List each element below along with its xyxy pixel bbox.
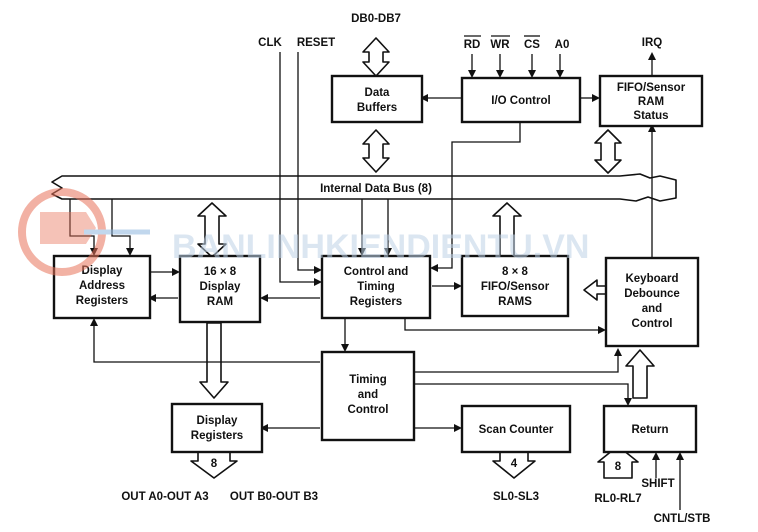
svg-text:Control: Control — [348, 404, 389, 416]
fifo-bus-arrow — [492, 202, 522, 257]
block-data-buffers: Data Buffers — [330, 74, 424, 124]
db-bus-arrow — [362, 37, 390, 77]
signal-labels: DB0-DB7 CLK RESET RD WR CS A0 IRQ 8 4 8 … — [121, 13, 710, 525]
return-width-label: 8 — [615, 461, 622, 473]
watermark-text: BANLINHKIENDIENTU.VN — [172, 228, 589, 266]
cs-label: CS — [524, 39, 540, 51]
svg-text:16 × 8: 16 × 8 — [204, 266, 237, 278]
svg-text:RAM: RAM — [207, 296, 233, 308]
display-width-label: 8 — [211, 458, 218, 470]
svg-text:Registers: Registers — [350, 296, 402, 308]
block-timing-and-control: Timing and Control — [320, 350, 416, 442]
svg-text:RAM: RAM — [638, 96, 664, 108]
block-display-ram: 16 × 8 Display RAM — [178, 254, 262, 324]
svg-text:Buffers: Buffers — [357, 102, 397, 114]
return-to-keyboard-arrow — [625, 349, 655, 399]
status-bus-arrow — [594, 129, 622, 174]
out-b-label: OUT B0-OUT B3 — [230, 491, 318, 503]
svg-text:Return: Return — [631, 424, 668, 436]
svg-text:I/O Control: I/O Control — [491, 95, 550, 107]
block-scan-counter: Scan Counter — [460, 404, 572, 454]
display-data-arrow — [199, 322, 229, 399]
rl-in-arrow — [597, 445, 639, 479]
svg-text:Control: Control — [632, 318, 673, 330]
block-fifo-sensor-ram-status: FIFO/Sensor RAM Status — [598, 74, 704, 128]
scan-out-arrow — [492, 451, 536, 479]
sl-label: SL0-SL3 — [493, 491, 539, 503]
svg-text:Control and: Control and — [344, 266, 409, 278]
a0-label: A0 — [555, 39, 570, 51]
svg-text:and: and — [358, 389, 378, 401]
reset-label: RESET — [297, 37, 335, 49]
svg-text:Keyboard: Keyboard — [625, 273, 678, 285]
block-display-registers: Display Registers — [170, 402, 264, 454]
svg-text:Registers: Registers — [191, 430, 243, 442]
svg-text:and: and — [642, 303, 662, 315]
svg-text:Display: Display — [197, 415, 239, 427]
out-a-label: OUT A0-OUT A3 — [121, 491, 208, 503]
block-keyboard-debounce-control: Keyboard Debounce and Control — [604, 256, 700, 348]
watermark: BANLINHKIENDIENTU.VN — [18, 188, 589, 276]
svg-text:Address: Address — [79, 280, 125, 292]
irq-label: IRQ — [642, 37, 663, 49]
block-fifo-sensor-rams: 8 × 8 FIFO/Sensor RAMS — [460, 254, 570, 318]
rd-label: RD — [464, 39, 481, 51]
bus-arrows — [190, 37, 655, 479]
block-io-control: I/O Control — [460, 76, 582, 124]
svg-text:Status: Status — [633, 110, 668, 122]
svg-text:RAMS: RAMS — [498, 296, 532, 308]
svg-text:Scan Counter: Scan Counter — [479, 424, 554, 436]
svg-text:Debounce: Debounce — [624, 288, 680, 300]
shift-label: SHIFT — [641, 478, 674, 490]
clk-label: CLK — [258, 37, 282, 49]
svg-text:Timing: Timing — [357, 281, 394, 293]
svg-text:8 × 8: 8 × 8 — [502, 266, 529, 278]
internal-data-bus: Internal Data Bus (8) — [51, 173, 677, 202]
buffers-bus-arrow — [362, 129, 390, 173]
scan-width-label: 4 — [511, 458, 518, 470]
db-label: DB0-DB7 — [351, 13, 401, 25]
rl-label: RL0-RL7 — [594, 493, 641, 505]
svg-text:Data: Data — [365, 87, 391, 99]
svg-text:Display: Display — [82, 265, 124, 277]
svg-text:Timing: Timing — [349, 374, 386, 386]
ram-bus-arrow — [197, 202, 227, 258]
watermark-logo-icon — [18, 188, 150, 276]
block-control-timing-registers: Control and Timing Registers — [320, 254, 432, 320]
keyboard-to-fifo-arrow — [583, 279, 608, 301]
svg-text:Display: Display — [200, 281, 242, 293]
svg-text:Registers: Registers — [76, 295, 128, 307]
cntl-stb-label: CNTL/STB — [654, 513, 711, 525]
internal-data-bus-label: Internal Data Bus (8) — [320, 183, 432, 195]
wr-label: WR — [490, 39, 510, 51]
block-return: Return — [602, 404, 698, 454]
svg-text:FIFO/Sensor: FIFO/Sensor — [617, 82, 686, 94]
svg-text:FIFO/Sensor: FIFO/Sensor — [481, 281, 550, 293]
block-display-address-registers: Display Address Registers — [52, 254, 152, 320]
display-out-arrow — [190, 451, 238, 479]
